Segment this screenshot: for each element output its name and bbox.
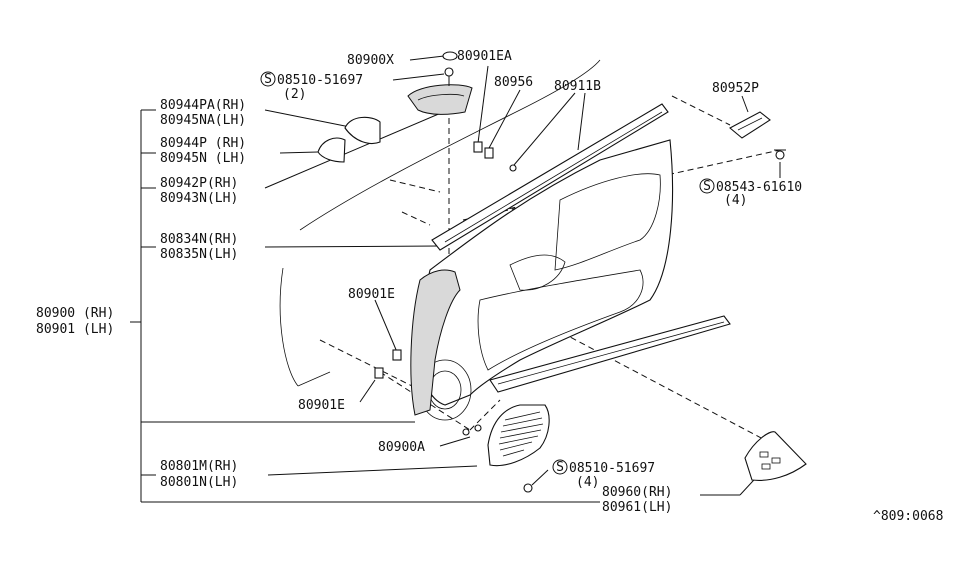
diagram-code: ^809:0068 (873, 509, 943, 524)
label-80945na: 80945NA(LH) (160, 113, 246, 128)
label-80942p: 80942P(RH) (160, 176, 238, 191)
label-08543-qty: (4) (724, 193, 747, 208)
pull-handle (407, 84, 473, 115)
label-80944p: 80944P (RH) (160, 136, 246, 151)
label-08510-bottom: 08510-51697 (569, 461, 655, 476)
door-trim-panel (410, 139, 674, 421)
screw-bottom (523, 483, 533, 493)
screw-80911b (509, 164, 517, 172)
tweeter-cover-80960 (744, 431, 807, 481)
label-80944pa: 80944PA(RH) (160, 98, 246, 113)
svg-text:S: S (703, 179, 711, 194)
clip-80901e-top (392, 349, 402, 361)
label-80945n: 80945N (LH) (160, 151, 246, 166)
part-labels: 80900X 80901EA 08510-51697 (2) 80956 809… (36, 49, 943, 524)
svg-text:S: S (264, 72, 272, 87)
door-body-outline (279, 59, 601, 387)
screw-symbol-mid: S (699, 178, 715, 194)
label-80835n: 80835N(LH) (160, 247, 238, 262)
label-80900: 80900 (RH) (36, 306, 114, 321)
label-80960: 80960(RH) (602, 485, 672, 500)
lower-armrest-strip (489, 315, 731, 393)
clips-80900a (462, 424, 482, 436)
label-80943n: 80943N(LH) (160, 191, 238, 206)
screw-symbol-top: S (260, 71, 276, 87)
label-08510-top: 08510-51697 (277, 73, 363, 88)
label-80801m: 80801M(RH) (160, 459, 238, 474)
leader-lines (264, 55, 781, 496)
cover-80944p (317, 137, 346, 163)
label-80961: 80961(LH) (602, 500, 672, 515)
label-80801n: 80801N(LH) (160, 475, 238, 490)
label-80956: 80956 (494, 75, 533, 90)
svg-text:S: S (556, 460, 564, 475)
clip-80901e-bottom (374, 367, 384, 379)
label-80900x: 80900X (347, 53, 394, 68)
label-80901: 80901 (LH) (36, 322, 114, 337)
screw-08543 (774, 149, 786, 160)
assembly-bracket (130, 109, 600, 503)
label-80901e-bottom: 80901E (298, 398, 345, 413)
bracket-80952p (729, 111, 771, 139)
clip-80901ea (473, 141, 483, 153)
cap-80944pa (344, 116, 381, 145)
label-08543: 08543-61610 (716, 180, 802, 195)
clip-80956 (484, 147, 494, 159)
label-80911b: 80911B (554, 79, 601, 94)
label-80901ea: 80901EA (457, 49, 512, 64)
label-80834n: 80834N(RH) (160, 232, 238, 247)
label-08510-top-qty: (2) (283, 87, 306, 102)
label-80900a: 80900A (378, 440, 425, 455)
grommet-80900x (442, 51, 458, 61)
lower-speaker-pocket (487, 404, 550, 467)
upper-moulding-strip (431, 103, 669, 251)
label-80952p: 80952P (712, 81, 759, 96)
screw-symbol-bottom: S (552, 459, 568, 475)
screw-top (444, 67, 454, 86)
label-80901e-top: 80901E (348, 287, 395, 302)
label-08510-bottom-qty: (4) (576, 475, 599, 490)
